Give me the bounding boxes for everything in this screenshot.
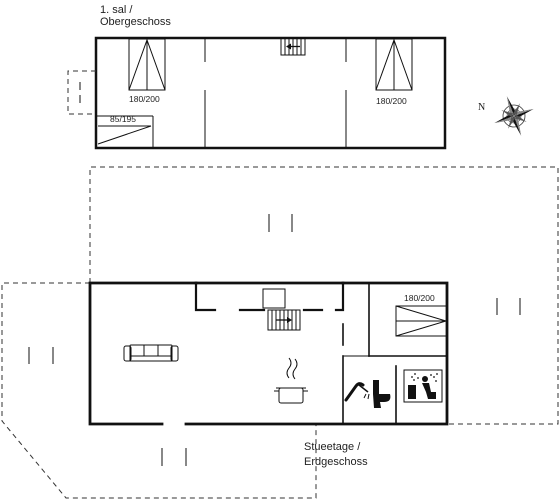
- interior-wall: [334, 281, 345, 312]
- ground-floor: 180/200: [1, 166, 559, 499]
- toilet-icon: [373, 380, 391, 408]
- stairs-icon: [280, 37, 306, 56]
- terrace-outline-lower: [1, 282, 317, 499]
- bed-icon: [97, 125, 152, 145]
- bed-size-label: 180/200: [404, 293, 435, 303]
- bed-icon: [375, 38, 413, 91]
- bed-icon: [128, 38, 166, 91]
- bed-size-label: 180/200: [129, 94, 160, 104]
- shower-icon: [344, 382, 370, 402]
- upper-floor-outline: [94, 36, 447, 150]
- bed-size-label: 85/195: [110, 114, 136, 124]
- upper-balcony-outline: [67, 70, 96, 115]
- bed-size-label: 180/200: [376, 96, 407, 106]
- cooking-pot-icon: [274, 357, 308, 404]
- terrace-outline-upper: [89, 166, 559, 425]
- upper-floor-label-line2: Obergeschoss: [100, 16, 171, 28]
- interior-wall: [194, 281, 217, 312]
- stairs-icon: [267, 309, 301, 331]
- upper-floor: 1. sal / Obergeschoss 180/200 180/200: [67, 4, 447, 150]
- ground-exterior-wall: [88, 281, 198, 426]
- sofa-icon: [123, 344, 179, 362]
- ground-floor-label-line1: Stueetage /: [304, 441, 361, 453]
- compass-rose-icon: [494, 96, 534, 136]
- ground-floor-label-line2: Erdgeschoss: [304, 456, 368, 468]
- chimney: [262, 288, 286, 309]
- upper-floor-label-line1: 1. sal /: [100, 4, 133, 16]
- bed-icon: [395, 305, 448, 337]
- sauna-icon: [403, 369, 443, 403]
- north-label: N: [478, 102, 485, 113]
- ground-exterior-wall: [184, 281, 449, 426]
